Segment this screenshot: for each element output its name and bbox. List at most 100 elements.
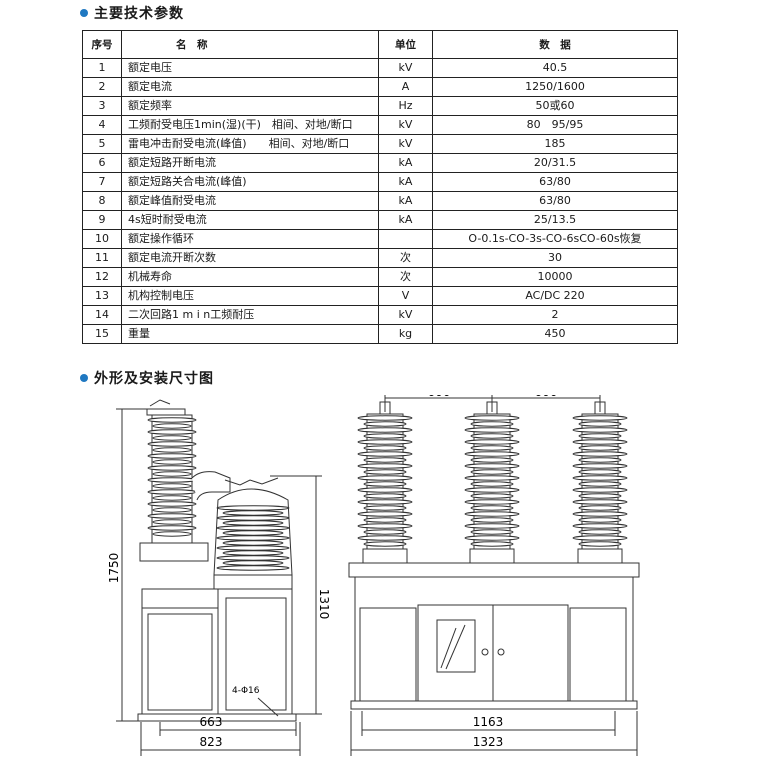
cell-name: 额定峰值耐受电流 bbox=[121, 191, 379, 211]
cell-name: 二次回路1 m i n工频耐压 bbox=[121, 305, 379, 325]
cell-name: 机构控制电压 bbox=[121, 286, 379, 306]
cell-name: 重量 bbox=[121, 324, 379, 344]
cell-unit: A bbox=[378, 77, 433, 97]
cell-name: 额定电压 bbox=[121, 58, 379, 78]
cell-unit: kA bbox=[378, 210, 433, 230]
cell-name: 雷电冲击耐受电流(峰值) 相间、对地/断口 bbox=[121, 134, 379, 154]
side-base-frame bbox=[137, 713, 297, 722]
cell-no: 15 bbox=[82, 324, 122, 344]
cell-unit: kV bbox=[378, 134, 433, 154]
cell-no: 9 bbox=[82, 210, 122, 230]
cell-unit: 次 bbox=[378, 267, 433, 287]
bullet-icon bbox=[80, 9, 88, 17]
dim-label-spacing-1: 600 bbox=[428, 395, 451, 399]
cell-name: 机械寿命 bbox=[121, 267, 379, 287]
dim-label-side-outer: 823 bbox=[200, 735, 223, 749]
cell-name: 4s短时耐受电流 bbox=[121, 210, 379, 230]
cell-value: O-0.1s-CO-3s-CO-6sCO-60s恢复 bbox=[432, 229, 678, 249]
cell-unit: 次 bbox=[378, 248, 433, 268]
tall-bushing bbox=[147, 414, 197, 544]
dim-label-side-inner: 663 bbox=[200, 715, 223, 729]
pole-bushing bbox=[357, 401, 413, 564]
cell-no: 7 bbox=[82, 172, 122, 192]
cell-value: 63/80 bbox=[432, 191, 678, 211]
dim-label-height-tank: 1310 bbox=[317, 589, 331, 620]
cell-name: 工频耐受电压1min(湿)(干) 相间、对地/断口 bbox=[121, 115, 379, 135]
bullet-icon bbox=[80, 374, 88, 382]
inspection-window bbox=[436, 619, 476, 673]
pole-bushing bbox=[572, 401, 628, 564]
cell-value: 30 bbox=[432, 248, 678, 268]
section-heading-params: 主要技术参数 bbox=[80, 2, 184, 24]
cell-unit: V bbox=[378, 286, 433, 306]
cell-name: 额定频率 bbox=[121, 96, 379, 116]
cell-unit: kA bbox=[378, 172, 433, 192]
cell-value: 40.5 bbox=[432, 58, 678, 78]
dim-label-holes: 4-Φ16 bbox=[232, 686, 260, 696]
cell-no: 10 bbox=[82, 229, 122, 249]
cell-unit bbox=[378, 229, 433, 249]
dim-label-front-outer: 1323 bbox=[473, 735, 504, 749]
side-cabinet bbox=[141, 588, 293, 715]
cell-value: 1250/1600 bbox=[432, 77, 678, 97]
cell-name: 额定短路开断电流 bbox=[121, 153, 379, 173]
cell-no: 14 bbox=[82, 305, 122, 325]
section-title: 外形及安装尺寸图 bbox=[94, 371, 214, 387]
cell-no: 8 bbox=[82, 191, 122, 211]
cell-no: 13 bbox=[82, 286, 122, 306]
cell-value: 50或60 bbox=[432, 96, 678, 116]
header-value: 数 据 bbox=[432, 30, 678, 59]
cell-no: 6 bbox=[82, 153, 122, 173]
cell-value: 185 bbox=[432, 134, 678, 154]
door-lock-icon bbox=[497, 648, 505, 656]
cell-value: 2 bbox=[432, 305, 678, 325]
cell-name: 额定短路关合电流(峰值) bbox=[121, 172, 379, 192]
cell-no: 5 bbox=[82, 134, 122, 154]
bushing-base bbox=[139, 542, 209, 562]
cell-unit: kg bbox=[378, 324, 433, 344]
cell-no: 2 bbox=[82, 77, 122, 97]
cell-value: 20/31.5 bbox=[432, 153, 678, 173]
cell-no: 11 bbox=[82, 248, 122, 268]
cell-value: 25/13.5 bbox=[432, 210, 678, 230]
cell-name: 额定电流 bbox=[121, 77, 379, 97]
cell-no: 1 bbox=[82, 58, 122, 78]
cell-name: 额定操作循环 bbox=[121, 229, 379, 249]
section-title: 主要技术参数 bbox=[94, 6, 184, 22]
cell-name: 额定电流开断次数 bbox=[121, 248, 379, 268]
lead-wire bbox=[149, 399, 171, 407]
section-heading-drawing: 外形及安装尺寸图 bbox=[80, 367, 214, 389]
terminal-cap bbox=[146, 408, 186, 416]
cell-value: 80 95/95 bbox=[432, 115, 678, 135]
front-base-frame bbox=[350, 700, 638, 710]
dim-label-spacing-2: 600 bbox=[535, 395, 558, 399]
ct-base bbox=[213, 574, 293, 590]
cell-unit: kA bbox=[378, 153, 433, 173]
dim-label-front-inner: 1163 bbox=[473, 715, 504, 729]
cell-unit: kV bbox=[378, 115, 433, 135]
dim-label-height-total: 1750 bbox=[107, 553, 121, 584]
cell-unit: kV bbox=[378, 58, 433, 78]
pole-bushing bbox=[464, 401, 520, 564]
front-top-plate bbox=[348, 562, 640, 578]
outline-drawing: 1750 1310 4-Φ16 663 823 600 600 1163 132… bbox=[107, 395, 640, 756]
door-lock-icon bbox=[481, 648, 489, 656]
cell-unit: kV bbox=[378, 305, 433, 325]
cell-no: 12 bbox=[82, 267, 122, 287]
cell-value: AC/DC 220 bbox=[432, 286, 678, 306]
header-unit: 单位 bbox=[378, 30, 433, 59]
